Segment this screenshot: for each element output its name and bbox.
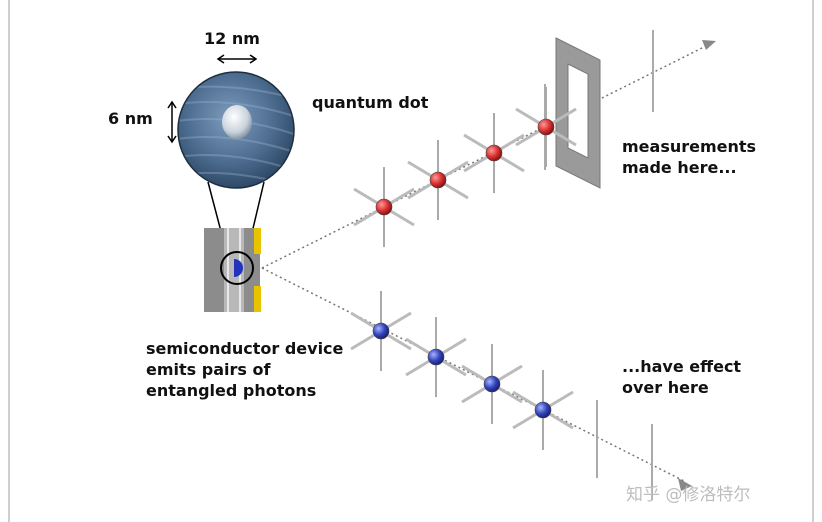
red-photon [354,167,414,247]
blue-photon [462,344,522,424]
measurements-label: measurements made here... [622,136,756,178]
width-label: 12 nm [204,28,260,49]
red-photon [408,140,468,220]
upper-path-arrowhead [702,40,716,50]
effect-label: ...have effect over here [622,356,741,398]
height-dimension-arrow [168,102,176,142]
blue-photon [351,291,411,371]
blue-photon [406,317,466,397]
quantum-dot-image [170,72,300,188]
width-dimension-arrow [218,55,256,63]
red-photon [464,113,524,193]
height-label: 6 nm [108,108,153,129]
watermark: 知乎 @修洛特尔 [626,480,750,505]
device-label: semiconductor device emits pairs of enta… [146,338,343,401]
quantum-dot-label: quantum dot [312,92,428,113]
polarizer-filter [556,38,600,188]
lower-photons [351,291,573,450]
semiconductor-device [204,228,261,312]
blue-photon [513,370,573,450]
